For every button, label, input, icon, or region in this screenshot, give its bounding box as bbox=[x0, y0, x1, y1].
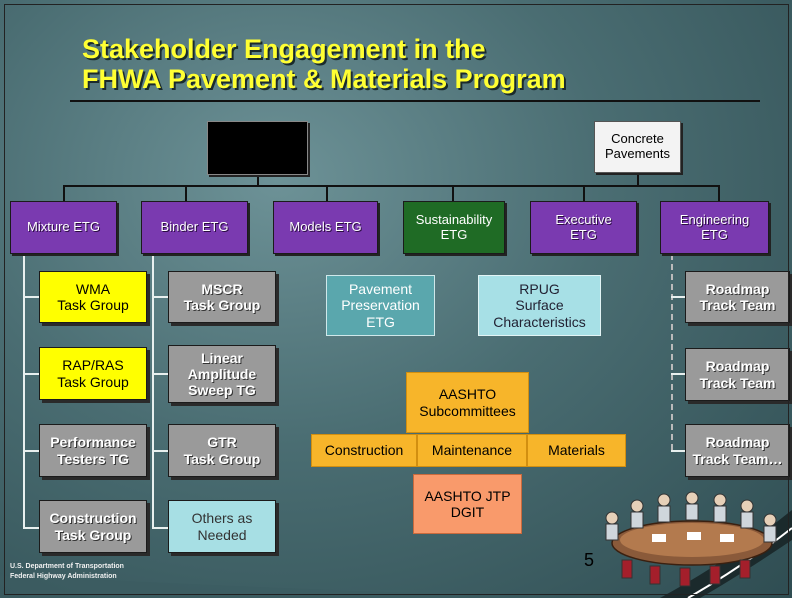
aashto-construction: Construction bbox=[311, 434, 417, 467]
mscr-task-group-label: MSCR Task Group bbox=[183, 280, 261, 313]
connector-sustain-drop bbox=[452, 185, 454, 201]
etg-models: Models ETG bbox=[273, 201, 378, 254]
connector-binder-b1 bbox=[152, 296, 168, 298]
construction-task-group-label: Construction Task Group bbox=[49, 510, 137, 543]
footer-agency: Federal Highway Administration bbox=[10, 573, 117, 580]
top-center-box bbox=[207, 121, 308, 175]
others-as-needed: Others as Needed bbox=[168, 500, 276, 553]
aashto-jtp-dgit: AASHTO JTP DGIT bbox=[413, 474, 522, 534]
others-as-needed-label: Others as Needed bbox=[191, 510, 253, 543]
aashto-subcommittees: AASHTO Subcommittees bbox=[406, 372, 529, 433]
gtr-task-group-label: GTR Task Group bbox=[183, 434, 261, 467]
aashto-subcommittees-label: AASHTO Subcommittees bbox=[419, 386, 516, 419]
connector-mixture-b4 bbox=[23, 527, 39, 529]
connector-binder-trunk bbox=[152, 254, 154, 527]
connector-models-drop bbox=[326, 185, 328, 201]
wma-task-group: WMA Task Group bbox=[39, 271, 147, 323]
concrete-pavements-box: Concrete Pavements bbox=[594, 121, 681, 173]
rap-ras-task-group: RAP/RAS Task Group bbox=[39, 347, 147, 400]
pavement-preservation-label: Pavement Preservation ETG bbox=[341, 281, 420, 330]
connector-binder-b2 bbox=[152, 373, 168, 375]
roadmap-track-team-2: Roadmap Track Team bbox=[685, 348, 790, 401]
etg-mixture-label: Mixture ETG bbox=[27, 219, 100, 235]
aashto-maintenance-label: Maintenance bbox=[431, 442, 513, 459]
etg-sustainability: Sustainability ETG bbox=[403, 201, 505, 254]
pavement-preservation-etg: Pavement Preservation ETG bbox=[326, 275, 435, 336]
connector-mixture-b1 bbox=[23, 296, 39, 298]
roadmap-track-team-3-label: Roadmap Track Team… bbox=[692, 434, 783, 467]
rpug-label: RPUG Surface Characteristics bbox=[493, 281, 586, 330]
etg-mixture: Mixture ETG bbox=[10, 201, 117, 254]
etg-sustainability-label: Sustainability ETG bbox=[415, 211, 493, 242]
connector-eng-b2 bbox=[671, 373, 685, 375]
connector-binder-b3 bbox=[152, 450, 168, 452]
connector-binder-b4 bbox=[152, 527, 168, 529]
concrete-pavements-label: Concrete Pavements bbox=[604, 131, 671, 161]
roadmap-track-team-3: Roadmap Track Team… bbox=[685, 424, 790, 477]
etg-engineering-label: Engineering ETG bbox=[679, 211, 750, 242]
etg-engineering: Engineering ETG bbox=[660, 201, 769, 254]
roadmap-track-team-2-label: Roadmap Track Team bbox=[699, 358, 776, 391]
slide-title: Stakeholder Engagement in the FHWA Pavem… bbox=[82, 34, 742, 94]
linear-amplitude-sweep-label: Linear Amplitude Sweep TG bbox=[187, 349, 257, 399]
gtr-task-group: GTR Task Group bbox=[168, 424, 276, 477]
title-rule bbox=[70, 100, 760, 102]
connector-top-center bbox=[257, 174, 259, 186]
etg-binder-label: Binder ETG bbox=[160, 219, 229, 235]
mscr-task-group: MSCR Task Group bbox=[168, 271, 276, 323]
connector-top-concrete bbox=[637, 172, 639, 186]
title-line-1: Stakeholder Engagement in the bbox=[82, 34, 486, 64]
connector-mixture-drop bbox=[63, 185, 65, 201]
performance-testers-tg: Performance Testers TG bbox=[39, 424, 147, 477]
connector-binder-drop bbox=[185, 185, 187, 201]
connector-eng-b3 bbox=[671, 450, 685, 452]
connector-mixture-trunk bbox=[23, 254, 25, 527]
meeting-table-illustration bbox=[605, 491, 777, 587]
footer-dept: U.S. Department of Transportation bbox=[10, 563, 124, 570]
connector-engineering-trunk bbox=[671, 254, 673, 450]
connector-eng-drop bbox=[718, 185, 720, 201]
rpug-surface-characteristics: RPUG Surface Characteristics bbox=[478, 275, 601, 336]
performance-testers-label: Performance Testers TG bbox=[50, 434, 136, 467]
etg-executive-label: Executive ETG bbox=[555, 211, 612, 242]
slide-frame bbox=[4, 4, 789, 595]
linear-amplitude-sweep-tg: Linear Amplitude Sweep TG bbox=[168, 345, 276, 403]
connector-mixture-b3 bbox=[23, 450, 39, 452]
aashto-materials: Materials bbox=[527, 434, 626, 467]
etg-executive: Executive ETG bbox=[530, 201, 637, 254]
rap-ras-task-group-label: RAP/RAS Task Group bbox=[57, 357, 129, 390]
construction-task-group: Construction Task Group bbox=[39, 500, 147, 553]
aashto-materials-label: Materials bbox=[548, 442, 605, 459]
wma-task-group-label: WMA Task Group bbox=[57, 280, 129, 313]
roadmap-track-team-1: Roadmap Track Team bbox=[685, 271, 790, 323]
connector-eng-b1 bbox=[671, 296, 685, 298]
etg-models-label: Models ETG bbox=[289, 219, 362, 235]
aashto-maintenance: Maintenance bbox=[417, 434, 527, 467]
roadmap-track-team-1-label: Roadmap Track Team bbox=[699, 280, 776, 313]
aashto-construction-label: Construction bbox=[324, 442, 404, 459]
aashto-jtp-label: AASHTO JTP DGIT bbox=[424, 487, 511, 520]
page-number: 5 bbox=[584, 550, 595, 570]
title-line-2: FHWA Pavement & Materials Program bbox=[82, 64, 566, 94]
etg-binder: Binder ETG bbox=[141, 201, 248, 254]
connector-mixture-b2 bbox=[23, 373, 39, 375]
connector-etg-bus bbox=[63, 185, 719, 187]
connector-exec-drop bbox=[583, 185, 585, 201]
